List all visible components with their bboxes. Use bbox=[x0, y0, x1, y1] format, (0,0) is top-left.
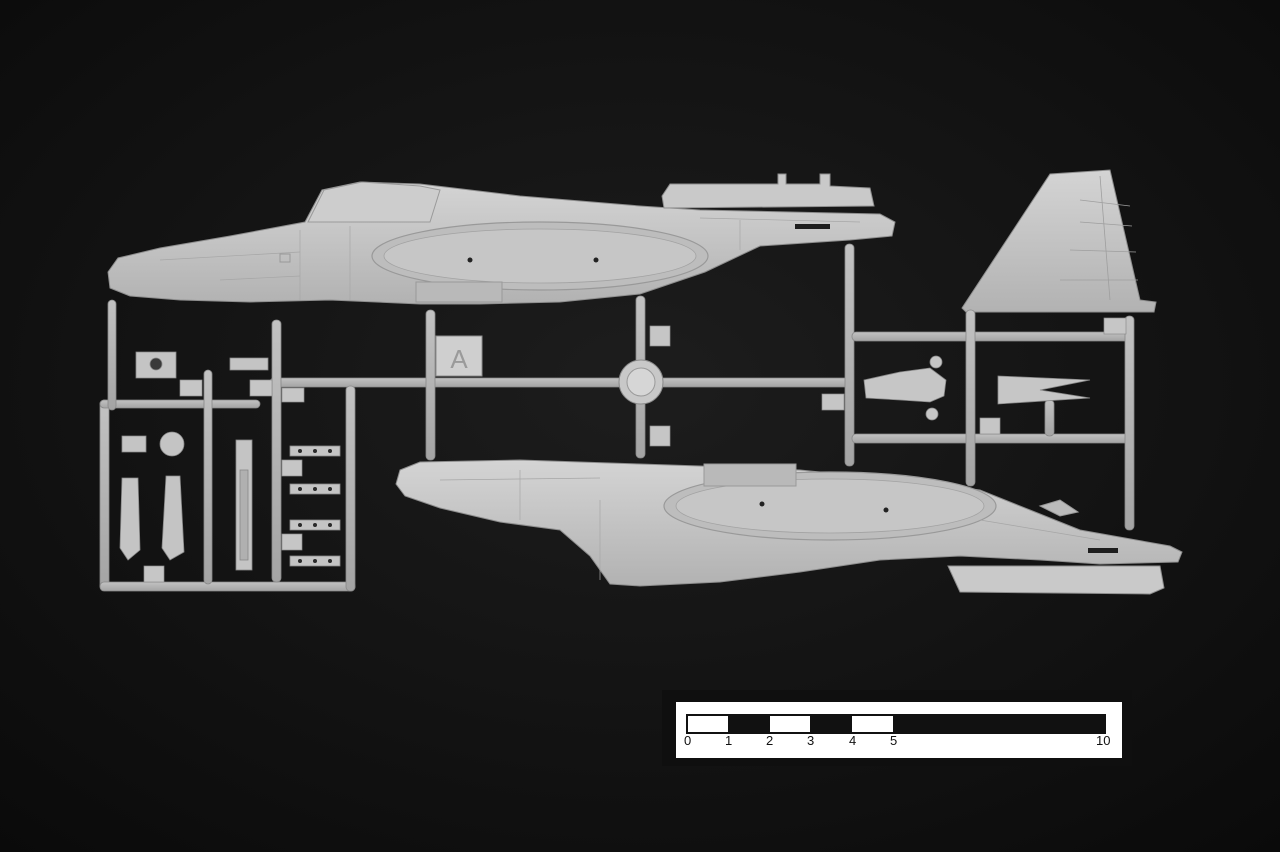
fork-part bbox=[997, 375, 1091, 405]
scale-label-3: 3 bbox=[807, 733, 815, 748]
vertical-tail-fin bbox=[961, 169, 1157, 313]
scale-label-2: 2 bbox=[766, 733, 774, 748]
scale-label-4: 4 bbox=[849, 733, 857, 748]
sprue-runners bbox=[99, 243, 1135, 592]
lower-fuselage-half bbox=[395, 459, 1183, 595]
upper-fuselage-half bbox=[107, 173, 896, 305]
sprue-letter: A bbox=[450, 344, 468, 374]
scale-label-1: 1 bbox=[725, 733, 733, 748]
sprue-letter-tab: A bbox=[435, 335, 483, 377]
scale-label-0: 0 bbox=[684, 733, 692, 748]
scale-bar bbox=[662, 690, 1132, 766]
part-number-tabs bbox=[143, 317, 1127, 583]
scale-label-5: 5 bbox=[890, 733, 898, 748]
pilot-figure bbox=[863, 355, 947, 421]
scale-label-10: 10 bbox=[1096, 733, 1111, 748]
small-parts-cluster bbox=[119, 351, 341, 571]
